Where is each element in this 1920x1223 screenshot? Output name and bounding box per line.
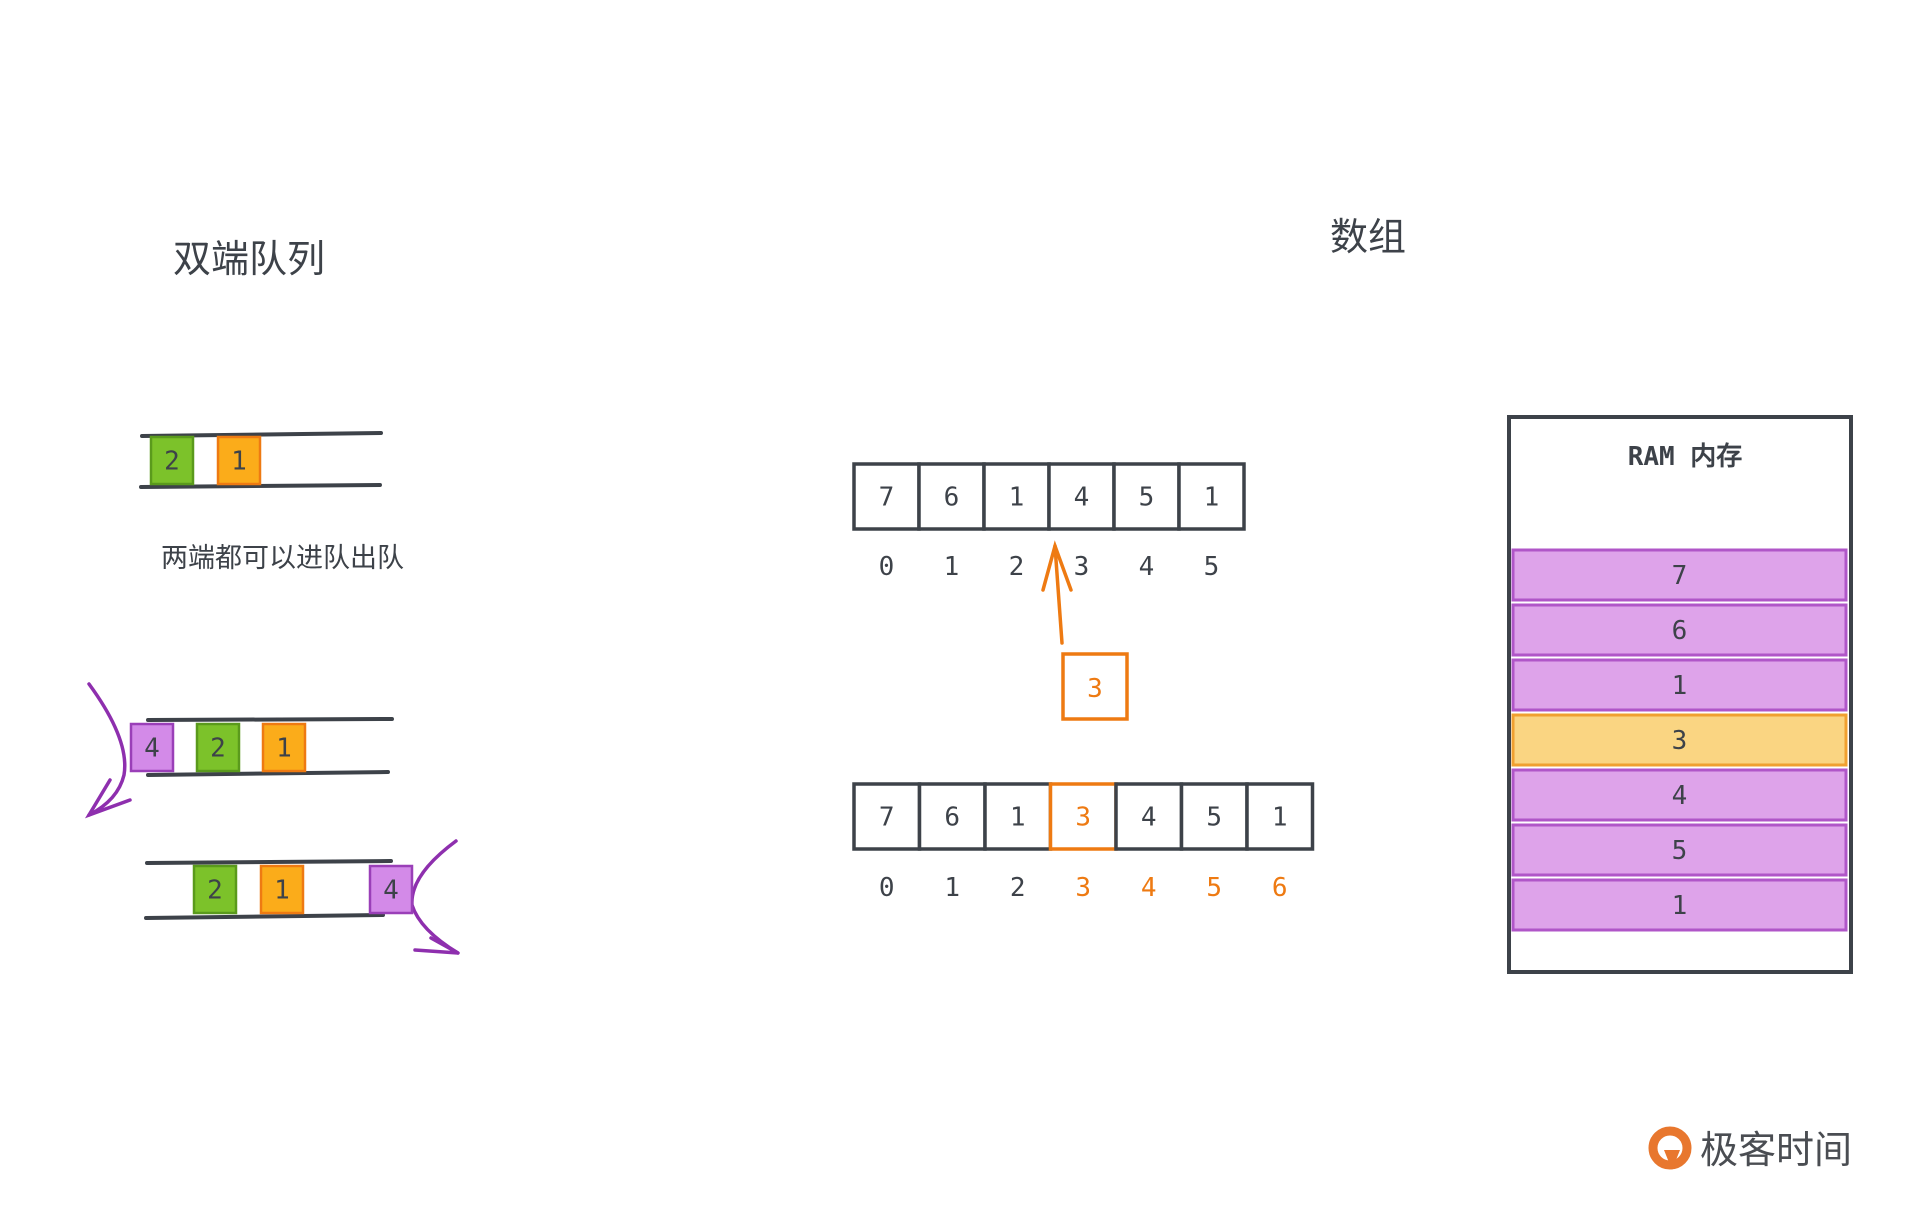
array-cell: 5 bbox=[1112, 462, 1181, 531]
ram-row: 5 bbox=[1511, 823, 1848, 877]
array-cell-value: 5 bbox=[1139, 483, 1155, 513]
ram-row: 1 bbox=[1511, 878, 1848, 932]
insert-value: 3 bbox=[1087, 674, 1103, 704]
array-cell-value: 7 bbox=[879, 803, 895, 833]
deque-caption: 两端都可以进队出队 bbox=[161, 543, 404, 574]
array-cell-value: 4 bbox=[1141, 803, 1157, 833]
array-index: 0 bbox=[879, 873, 895, 903]
deque-title: 双端队列 bbox=[173, 237, 325, 281]
array-cell-value: 6 bbox=[944, 803, 960, 833]
geektime-logo: 极客时间 bbox=[1648, 1126, 1852, 1172]
deque-initial bbox=[139, 431, 383, 489]
insert-arrow-icon bbox=[1041, 540, 1073, 645]
array-index: 3 bbox=[1075, 873, 1091, 903]
logo-text: 极客时间 bbox=[1700, 1128, 1852, 1172]
array-title: 数组 bbox=[1330, 215, 1406, 259]
array-cell: 3 bbox=[1048, 782, 1118, 851]
array-cell: 1 bbox=[1245, 782, 1315, 851]
array-index: 6 bbox=[1272, 873, 1288, 903]
array-index: 0 bbox=[879, 552, 895, 582]
deque-item: 1 bbox=[216, 435, 262, 486]
ram-row: 3 bbox=[1511, 713, 1848, 767]
array-index: 5 bbox=[1204, 552, 1220, 582]
ram-row-value: 4 bbox=[1672, 781, 1688, 811]
array-cell: 4 bbox=[1047, 462, 1116, 531]
array-index: 2 bbox=[1009, 552, 1025, 582]
array-index: 3 bbox=[1074, 552, 1090, 582]
ram-row-value: 3 bbox=[1672, 726, 1688, 756]
array-cell-value: 4 bbox=[1074, 483, 1090, 513]
ram-title: RAM 内存 bbox=[1628, 442, 1743, 472]
deque-item: 2 bbox=[149, 435, 195, 486]
ram-row: 1 bbox=[1511, 658, 1848, 712]
array-index: 2 bbox=[1010, 873, 1026, 903]
ram-row-value: 1 bbox=[1672, 891, 1688, 921]
array-index: 4 bbox=[1141, 873, 1157, 903]
array-cell-value: 7 bbox=[879, 483, 895, 513]
array-cell: 5 bbox=[1179, 782, 1249, 851]
array-cell: 6 bbox=[917, 462, 986, 531]
array-cell: 4 bbox=[1114, 782, 1184, 851]
array-cell: 7 bbox=[852, 462, 921, 531]
array-index: 5 bbox=[1206, 873, 1222, 903]
array-cell: 1 bbox=[982, 462, 1051, 531]
deque-item: 2 bbox=[192, 864, 238, 915]
array-cell-value: 1 bbox=[1010, 803, 1026, 833]
deque-item-value: 2 bbox=[210, 734, 226, 764]
push-back-arrow-icon bbox=[410, 839, 460, 955]
deque-item: 4 bbox=[368, 864, 414, 915]
ram-row: 7 bbox=[1511, 548, 1848, 602]
array-cell: 6 bbox=[917, 782, 987, 851]
deque-push-front bbox=[146, 717, 394, 777]
ram-row-value: 6 bbox=[1672, 616, 1688, 646]
ram-row-value: 1 bbox=[1672, 671, 1688, 701]
deque-item-value: 1 bbox=[274, 876, 290, 906]
push-front-arrow-icon bbox=[84, 682, 132, 819]
ram-row: 4 bbox=[1511, 768, 1848, 822]
ram-row-value: 5 bbox=[1672, 836, 1688, 866]
array-cell-value: 1 bbox=[1009, 483, 1025, 513]
deque-item: 2 bbox=[195, 722, 241, 773]
array-cell-value: 6 bbox=[944, 483, 960, 513]
array-cell: 7 bbox=[852, 782, 922, 851]
deque-item-value: 1 bbox=[276, 734, 292, 764]
array-cell-value: 1 bbox=[1272, 803, 1288, 833]
array-index: 1 bbox=[944, 552, 960, 582]
deque-item-value: 2 bbox=[164, 447, 180, 477]
array-index: 1 bbox=[944, 873, 960, 903]
array-cell: 1 bbox=[1177, 462, 1246, 531]
deque-item-value: 2 bbox=[207, 876, 223, 906]
deque-item-value: 4 bbox=[144, 734, 160, 764]
deque-item: 1 bbox=[261, 722, 307, 773]
array-cell-value: 1 bbox=[1204, 483, 1220, 513]
array-cell-value: 5 bbox=[1206, 803, 1222, 833]
ram-row-value: 7 bbox=[1672, 561, 1688, 591]
array-cell-value: 3 bbox=[1075, 803, 1091, 833]
array-cell: 1 bbox=[983, 782, 1053, 851]
deque-item-value: 1 bbox=[231, 447, 247, 477]
deque-item: 1 bbox=[259, 864, 305, 915]
deque-item-value: 4 bbox=[383, 876, 399, 906]
deque-push-back bbox=[144, 859, 393, 920]
insert-box: 3 bbox=[1061, 652, 1129, 721]
deque-item: 4 bbox=[129, 722, 175, 773]
ram-panel: RAM 内存 7 6 1 3 4 5 1 bbox=[1507, 415, 1853, 974]
array-index: 4 bbox=[1139, 552, 1155, 582]
ram-row: 6 bbox=[1511, 603, 1848, 657]
